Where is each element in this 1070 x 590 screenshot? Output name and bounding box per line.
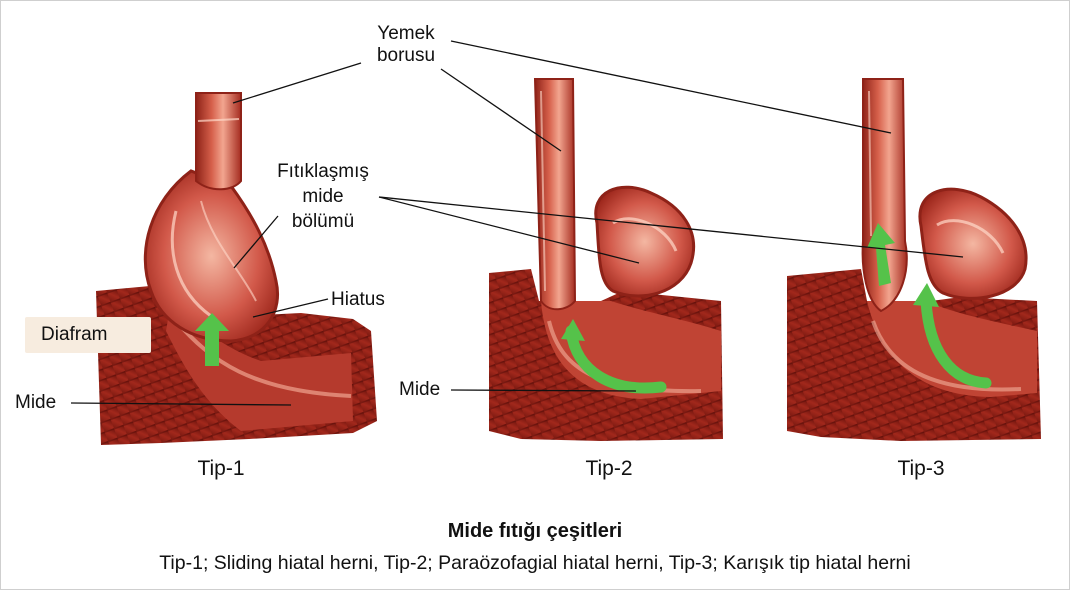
- tip1-illustration: [96, 93, 377, 445]
- tip1-esophagus: [196, 93, 241, 189]
- tip3-herniated-sac: [920, 189, 1026, 298]
- tip2-illustration: [489, 79, 723, 441]
- label-esophagus: Yemek borusu: [361, 23, 451, 67]
- label-herniated-line3: bölümü: [263, 211, 383, 233]
- label-diaphragm: Diafram: [41, 324, 108, 346]
- label-herniated-line1: Fıtıklaşmış: [263, 161, 383, 183]
- label-diaphragm-box: Diafram: [25, 317, 151, 353]
- tip3-illustration: [787, 79, 1041, 441]
- label-hiatus: Hiatus: [331, 289, 385, 311]
- label-tip2: Tip-2: [559, 458, 659, 480]
- tip2-herniated-sac: [596, 187, 694, 296]
- label-stomach-tip2: Mide: [399, 379, 440, 401]
- label-stomach-tip1: Mide: [15, 392, 56, 414]
- label-tip1: Tip-1: [171, 458, 271, 480]
- caption-title: Mide fıtığı çeşitleri: [1, 520, 1069, 543]
- label-tip3: Tip-3: [871, 458, 971, 480]
- label-herniated-line2: mide: [263, 186, 383, 208]
- caption-subtitle: Tip-1; Sliding hiatal herni, Tip-2; Para…: [1, 552, 1069, 575]
- leader-esophagus-1: [233, 63, 361, 103]
- leader-esophagus-3: [451, 41, 891, 133]
